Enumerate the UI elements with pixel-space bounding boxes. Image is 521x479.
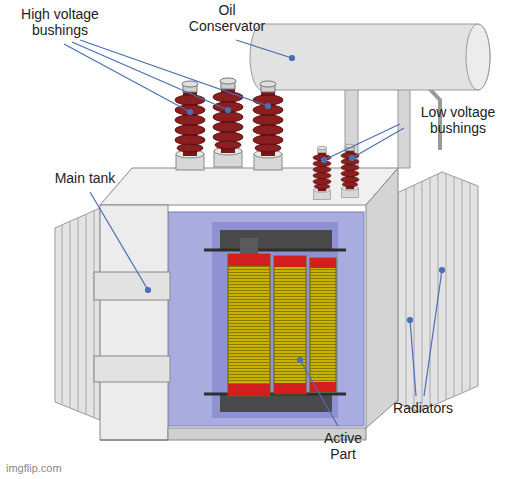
part-label: Main tank — [40, 170, 130, 186]
part-label: Oil Conservator — [182, 2, 272, 34]
part-label: Low voltage bushings — [398, 104, 518, 136]
leader-lines — [64, 40, 445, 426]
part-label: High voltage bushings — [4, 6, 116, 38]
part-label: Active Part — [312, 430, 374, 462]
part-label: Radiators — [378, 400, 468, 416]
watermark: imgflip.com — [6, 460, 106, 476]
